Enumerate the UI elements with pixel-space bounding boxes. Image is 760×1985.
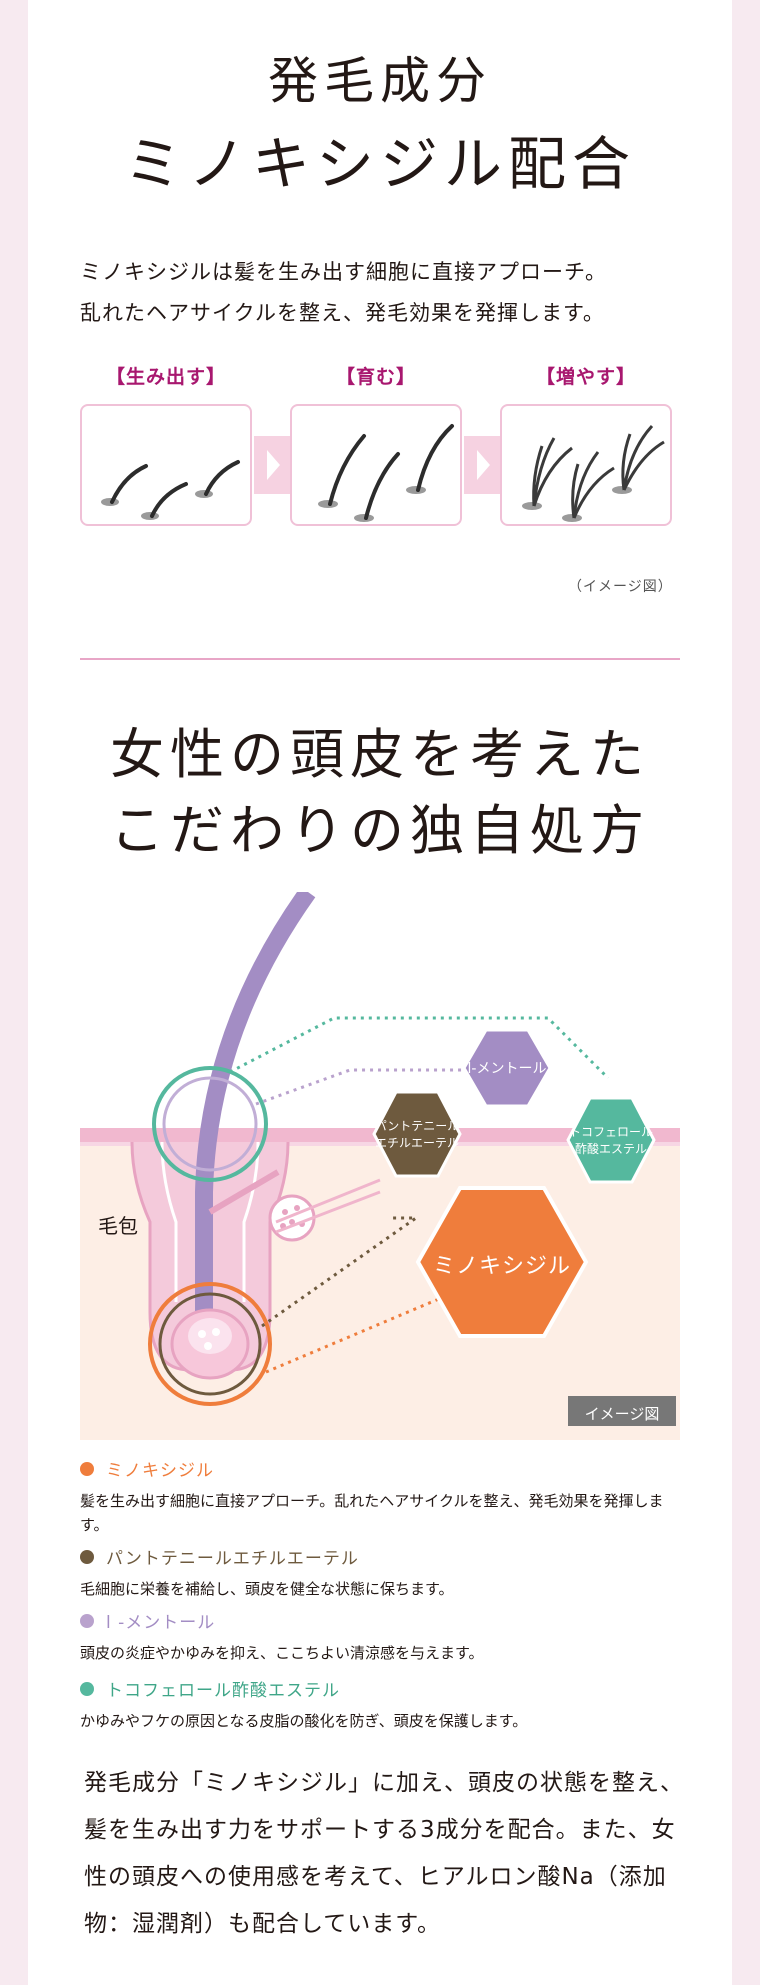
step-label-3: 【増やす】 — [535, 366, 636, 388]
hex-tocopherol-label: トコフェロール 酢酸エステル — [568, 1124, 654, 1158]
step-arrow-1 — [254, 436, 292, 494]
hair-growing-illustration — [318, 424, 454, 522]
legend-tocopherol: トコフェロール酢酸エステル かゆみやフケの原因となる皮脂の酸化を防ぎ、頭皮を保護… — [80, 1676, 680, 1733]
legend-desc: 頭皮の炎症やかゆみを抑え、ここちよい清涼感を与えます。 — [80, 1644, 484, 1662]
hex-menthol-label: l-メントール — [467, 1061, 547, 1077]
lavender-dot-icon — [80, 1613, 94, 1628]
section1-lead: ミノキシジルは髪を生み出す細胞に直接アプローチ。 乱れたヘアサイクルを整え、発毛… — [80, 252, 607, 334]
lead-line1: ミノキシジルは髪を生み出す細胞に直接アプローチ。 — [80, 260, 607, 284]
legend-desc: 髪を生み出す細胞に直接アプローチ。乱れたヘアサイクルを整え、発毛効果を発揮します… — [80, 1492, 664, 1534]
legend-panthenyl: パントテニールエチルエーテル 毛細胞に栄養を補給し、頭皮を健全な状態に保ちます。 — [80, 1544, 680, 1601]
summary-paragraph: 発毛成分「ミノキシジル」に加え、頭皮の状態を整え、髪を生み出す力をサポートする3… — [84, 1770, 684, 1937]
step-box-emerge — [80, 404, 252, 526]
legend-desc: かゆみやフケの原因となる皮脂の酸化を防ぎ、頭皮を保護します。 — [80, 1712, 528, 1730]
lead-line2: 乱れたヘアサイクルを整え、発毛効果を発揮します。 — [80, 301, 605, 325]
section1-title-line1: 発毛成分 — [268, 52, 492, 110]
hex-panthenyl-line2: エチルエーテル — [374, 1136, 459, 1150]
legend-name: トコフェロール酢酸エステル — [106, 1681, 340, 1701]
teal-dot-icon — [80, 1681, 94, 1696]
hex-panthenyl-line1: パントテニール — [374, 1119, 460, 1133]
legend-name: ミノキシジル — [106, 1461, 214, 1481]
legend-menthol: l -メントール 頭皮の炎症やかゆみを抑え、ここちよい清涼感を与えます。 — [80, 1608, 680, 1665]
section-divider — [80, 658, 680, 660]
hex-minoxidil-label: ミノキシジル — [432, 1254, 571, 1279]
formula-diagram: 毛包 l-メントール パントテニール エチルエーテル トコフェロール 酢酸エステ… — [80, 886, 680, 1440]
step-label-2: 【育む】 — [335, 366, 416, 388]
brown-dot-icon — [80, 1549, 94, 1564]
image-note: （イメージ図） — [568, 579, 673, 595]
image-badge: イメージ図 — [584, 1405, 660, 1423]
follicle-ingredient-illustration — [80, 886, 680, 1440]
hex-tocopherol-line1: トコフェロール — [568, 1125, 653, 1139]
hair-sprout-illustration — [101, 460, 240, 520]
chevron-right-icon — [267, 450, 280, 480]
section2-title-line1: 女性の頭皮を考えた — [110, 723, 650, 786]
orange-dot-icon — [80, 1461, 94, 1476]
section2-title-line2: こだわりの独自処方 — [110, 799, 650, 862]
chevron-right-icon — [477, 450, 490, 480]
legend-name: l -メントール — [106, 1613, 216, 1633]
legend-minoxidil: ミノキシジル 髪を生み出す細胞に直接アプローチ。乱れたヘアサイクルを整え、発毛効… — [80, 1456, 680, 1537]
hair-dense-illustration — [522, 424, 665, 522]
step-arrow-2 — [464, 436, 502, 494]
step-box-nurture — [290, 404, 462, 526]
follicle-label: 毛包 — [98, 1214, 138, 1238]
content-panel: 発毛成分 ミノキシジル配合 ミノキシジルは髪を生み出す細胞に直接アプローチ。 乱… — [28, 0, 732, 1985]
legend-desc: 毛細胞に栄養を補給し、頭皮を健全な状態に保ちます。 — [80, 1580, 454, 1598]
step-label-1: 【生み出す】 — [105, 366, 226, 388]
step-box-increase — [500, 404, 672, 526]
legend-name: パントテニールエチルエーテル — [106, 1549, 359, 1569]
hex-panthenyl-label: パントテニール エチルエーテル — [374, 1118, 460, 1152]
hex-tocopherol-line2: 酢酸エステル — [574, 1142, 647, 1156]
section1-title-line2: ミノキシジル配合 — [123, 130, 636, 198]
